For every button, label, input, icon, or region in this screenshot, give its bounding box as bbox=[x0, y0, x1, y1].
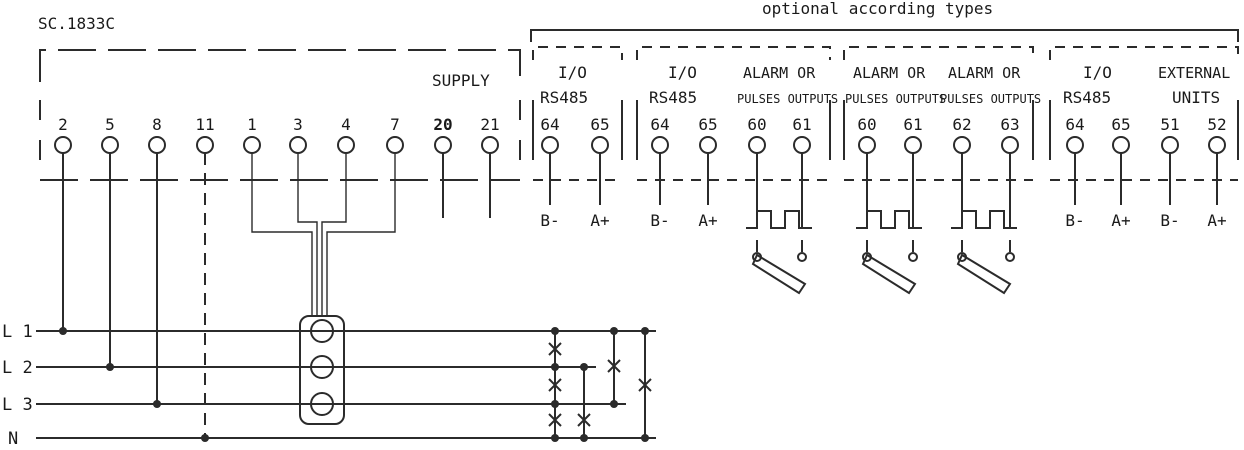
line-label-l3: L 3 bbox=[2, 395, 33, 415]
rs485-b-label: B- bbox=[1065, 211, 1084, 230]
module2-io-subtitle: RS485 bbox=[649, 88, 697, 107]
terminal-label: 62 bbox=[952, 115, 971, 134]
terminal-label: 11 bbox=[195, 115, 214, 134]
terminal-label: 8 bbox=[152, 115, 162, 134]
module-box-2 bbox=[636, 46, 831, 181]
terminal-label: 65 bbox=[698, 115, 717, 134]
module3-alarm-subtitle-1: PULSES OUTPUTS bbox=[845, 92, 946, 106]
rs485-wiring bbox=[549, 153, 1218, 205]
module2-io-title: I/O bbox=[668, 63, 697, 82]
pulse-output-2 bbox=[856, 153, 922, 295]
module-box-1 bbox=[532, 46, 623, 181]
terminal-label: 61 bbox=[792, 115, 811, 134]
optional-bracket bbox=[530, 29, 1239, 42]
terminal-label: 3 bbox=[293, 115, 303, 134]
module1-title: I/O bbox=[558, 63, 587, 82]
module4-io-title: I/O bbox=[1083, 63, 1112, 82]
terminal-label: 51 bbox=[1160, 115, 1179, 134]
rs485-a-label: A+ bbox=[1111, 211, 1130, 230]
pulse-output-3 bbox=[951, 153, 1017, 295]
line-label-l2: L 2 bbox=[2, 358, 33, 378]
rs485-a-label: A+ bbox=[1207, 211, 1226, 230]
current-transformer bbox=[299, 315, 345, 425]
optional-label: optional according types bbox=[762, 0, 993, 18]
rs485-a-label: A+ bbox=[590, 211, 609, 230]
module4-io-subtitle: RS485 bbox=[1063, 88, 1111, 107]
main-wiring bbox=[62, 153, 491, 438]
rs485-a-label: A+ bbox=[698, 211, 717, 230]
line-label-n: N bbox=[8, 429, 18, 449]
module2-alarm-subtitle: PULSES OUTPUTS bbox=[737, 92, 838, 106]
module4-ext-subtitle: UNITS bbox=[1172, 88, 1220, 107]
terminal-label: 5 bbox=[105, 115, 115, 134]
rs485-b-label: B- bbox=[650, 211, 669, 230]
terminal-label: 4 bbox=[341, 115, 351, 134]
terminal-label: 64 bbox=[1065, 115, 1084, 134]
terminal-label: 7 bbox=[390, 115, 400, 134]
rs485-b-label: B- bbox=[540, 211, 559, 230]
voltage-cross-links bbox=[548, 331, 652, 438]
terminal-label: 1 bbox=[247, 115, 257, 134]
terminal-label: 60 bbox=[747, 115, 766, 134]
module3-alarm-title-1: ALARM OR bbox=[853, 64, 926, 82]
module4-ext-title: EXTERNAL bbox=[1158, 64, 1230, 82]
module3-alarm-title-2: ALARM OR bbox=[948, 64, 1021, 82]
terminal-label: 52 bbox=[1207, 115, 1226, 134]
terminal-label: 2 bbox=[58, 115, 68, 134]
line-label-l1: L 1 bbox=[2, 322, 33, 342]
terminal-label: 63 bbox=[1000, 115, 1019, 134]
module2-alarm-title: ALARM OR bbox=[743, 64, 816, 82]
module-box-4 bbox=[1049, 46, 1239, 181]
main-device-box bbox=[39, 49, 521, 181]
terminal-label: 64 bbox=[540, 115, 559, 134]
supply-label: SUPPLY bbox=[432, 71, 490, 90]
terminal-label: 65 bbox=[590, 115, 609, 134]
module-box-3 bbox=[843, 46, 1034, 181]
terminal-label: 20 bbox=[433, 115, 452, 134]
module3-alarm-subtitle-2: PULSES OUTPUTS bbox=[940, 92, 1041, 106]
rs485-b-label: B- bbox=[1160, 211, 1179, 230]
terminal-label: 65 bbox=[1111, 115, 1130, 134]
pulse-output-1 bbox=[746, 153, 812, 295]
terminal-label: 61 bbox=[903, 115, 922, 134]
phase-lines bbox=[36, 330, 656, 439]
terminal-label: 60 bbox=[857, 115, 876, 134]
terminal-label: 21 bbox=[480, 115, 499, 134]
device-model-title: SC.1833C bbox=[38, 14, 115, 33]
module1-subtitle: RS485 bbox=[540, 88, 588, 107]
terminal-label: 64 bbox=[650, 115, 669, 134]
